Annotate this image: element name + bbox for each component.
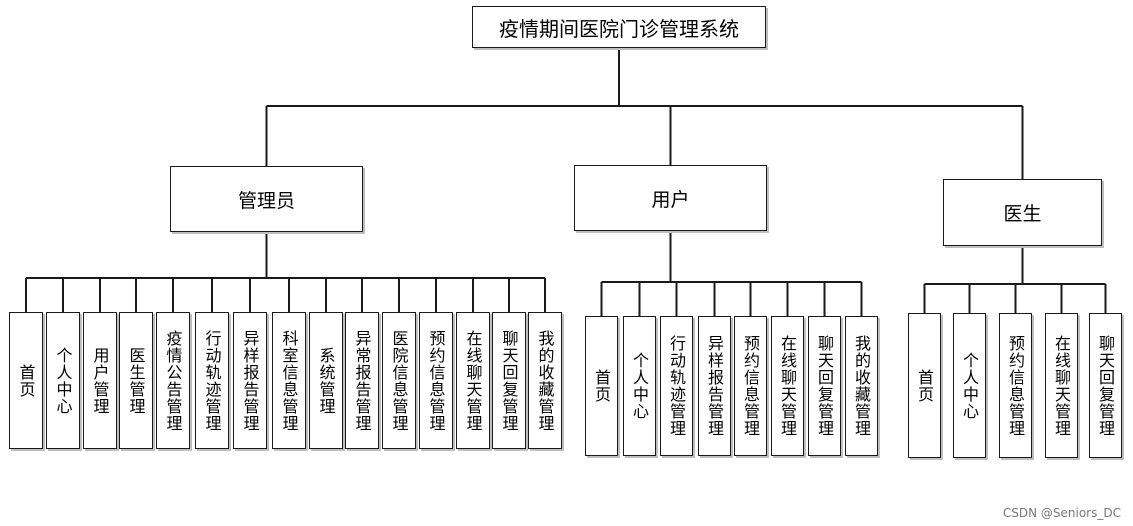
module-node: 医院信息管理 [382, 312, 416, 449]
role-node-user: 用户 [574, 165, 767, 231]
module-node: 异样报告管理 [233, 312, 267, 449]
module-node: 预约信息管理 [734, 316, 767, 456]
module-node: 异常报告管理 [345, 312, 379, 449]
module-node: 我的收藏管理 [528, 312, 562, 449]
role-node-admin: 管理员 [170, 166, 363, 232]
watermark: CSDN @Seniors_DC [1002, 506, 1121, 520]
module-node: 在线聊天管理 [771, 316, 804, 456]
module-node: 行动轨迹管理 [195, 312, 229, 449]
root-node: 疫情期间医院门诊管理系统 [472, 6, 766, 48]
module-node: 系统管理 [309, 312, 343, 449]
module-node: 聊天回复管理 [492, 312, 526, 449]
module-node: 首页 [908, 313, 941, 458]
module-node: 首页 [585, 316, 618, 456]
module-node: 个人中心 [953, 313, 986, 458]
module-node: 在线聊天管理 [456, 312, 490, 449]
module-node: 我的收藏管理 [845, 316, 878, 456]
module-node: 科室信息管理 [272, 312, 306, 449]
module-node: 在线聊天管理 [1045, 313, 1078, 458]
module-node: 用户管理 [83, 312, 117, 449]
module-node: 行动轨迹管理 [660, 316, 693, 456]
module-node: 首页 [9, 312, 43, 449]
module-node: 医生管理 [119, 312, 153, 449]
module-node: 预约信息管理 [999, 313, 1032, 458]
module-node: 异样报告管理 [698, 316, 731, 456]
module-node: 疫情公告管理 [156, 312, 190, 449]
module-node: 聊天回复管理 [1089, 313, 1122, 458]
module-node: 预约信息管理 [419, 312, 453, 449]
module-node: 个人中心 [46, 312, 80, 449]
module-node: 聊天回复管理 [808, 316, 841, 456]
role-node-doctor: 医生 [943, 179, 1102, 246]
module-node: 个人中心 [623, 316, 656, 456]
